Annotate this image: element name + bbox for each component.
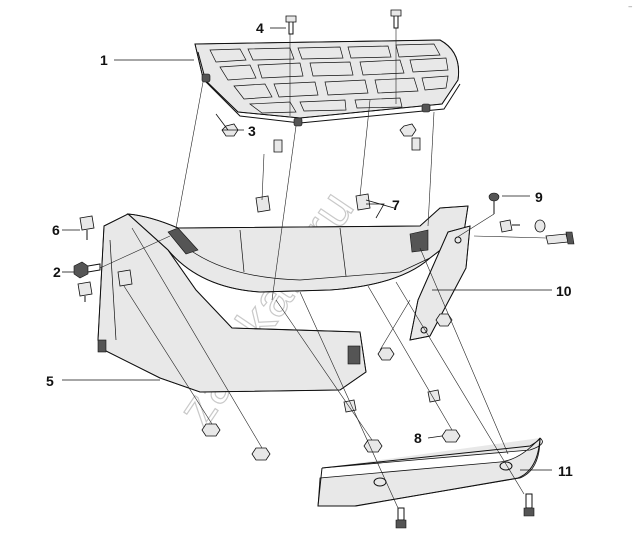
assembly-axes bbox=[99, 28, 547, 509]
bolt-top-right bbox=[390, 9, 402, 29]
washer-right bbox=[534, 219, 546, 233]
part-label-2: 2 bbox=[53, 264, 61, 280]
bolt-bottom-left bbox=[395, 507, 407, 529]
bolt-right bbox=[545, 231, 575, 245]
speed-nut-right bbox=[355, 193, 371, 211]
corner-mark: – bbox=[628, 2, 633, 12]
part-label-11: 11 bbox=[558, 463, 573, 479]
part-label-6: 6 bbox=[52, 222, 60, 238]
part-label-7: 7 bbox=[392, 197, 400, 213]
part-label-1: 1 bbox=[100, 52, 108, 68]
nut-lower-1 bbox=[201, 423, 221, 437]
leader-lines bbox=[62, 27, 552, 471]
cap-9 bbox=[488, 192, 500, 214]
nut-lower-2 bbox=[251, 447, 271, 461]
clip-small-right bbox=[411, 137, 421, 151]
part-label-8: 8 bbox=[414, 430, 422, 446]
part-label-9: 9 bbox=[535, 189, 543, 205]
nut-right bbox=[399, 123, 417, 137]
clip-small-left bbox=[273, 139, 283, 153]
clip-6-upper bbox=[79, 215, 95, 240]
bolt-top-left bbox=[285, 15, 297, 35]
step-grille bbox=[194, 39, 461, 127]
nut-right-panel bbox=[435, 313, 453, 327]
floor-panel bbox=[126, 205, 469, 293]
bolt-2 bbox=[73, 261, 101, 279]
part-label-5: 5 bbox=[46, 373, 54, 389]
part-label-4: 4 bbox=[256, 20, 264, 36]
part-label-10: 10 bbox=[556, 283, 572, 299]
clip-6-lower bbox=[77, 281, 93, 302]
part-labels: 1 2 3 4 5 6 7 8 9 10 11 bbox=[46, 20, 573, 479]
left-side-panel bbox=[97, 213, 367, 393]
screw-right-upper bbox=[499, 219, 520, 233]
nut-lower-3 bbox=[363, 439, 383, 453]
clip-lower-2 bbox=[427, 389, 441, 403]
part-label-3: 3 bbox=[248, 123, 256, 139]
nut-8 bbox=[441, 429, 461, 443]
right-side-panel bbox=[409, 225, 471, 341]
speed-nut-left bbox=[255, 195, 271, 213]
bolt-bottom-right bbox=[523, 493, 535, 517]
nut-center bbox=[377, 347, 395, 361]
clip-mid-left bbox=[117, 269, 133, 287]
rear-cover bbox=[317, 437, 543, 507]
